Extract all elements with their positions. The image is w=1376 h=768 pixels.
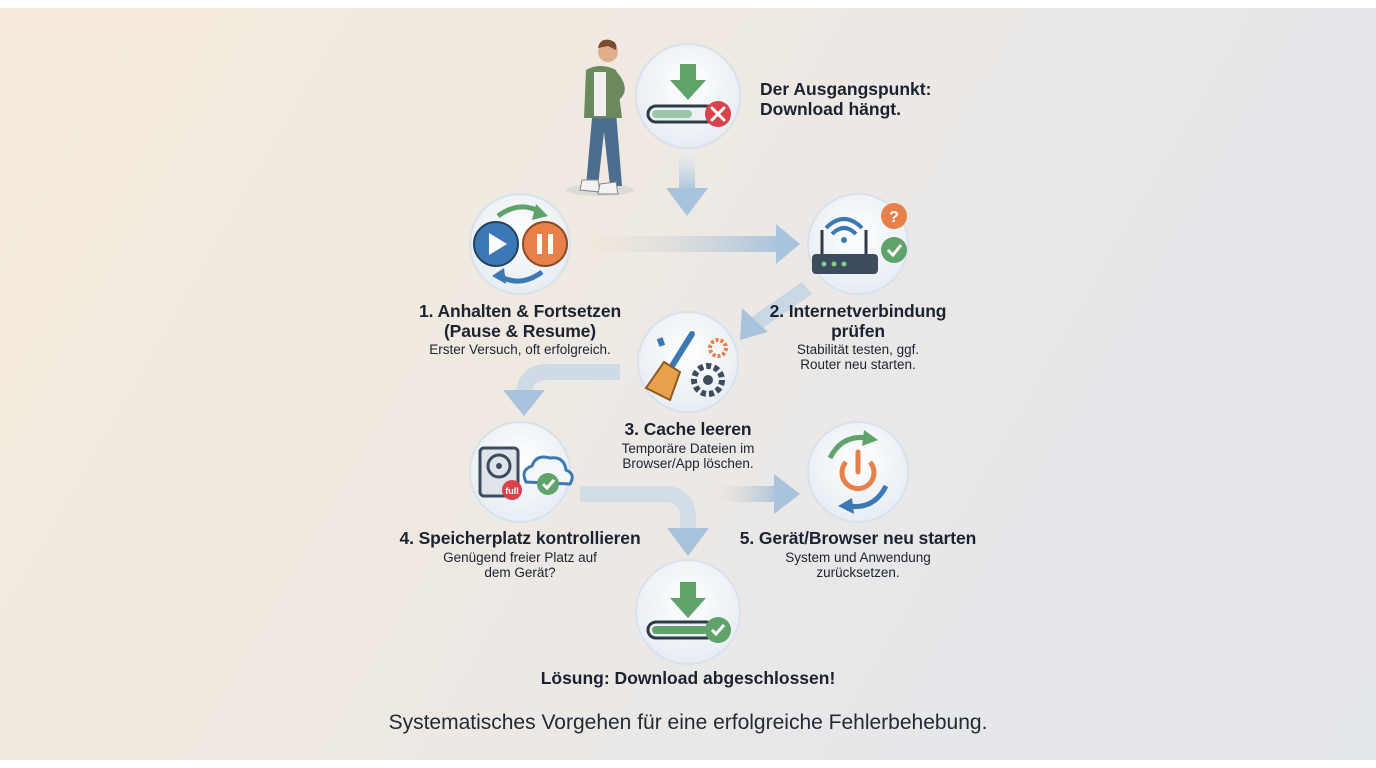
start-line1: Der Ausgangspunkt:: [760, 79, 932, 99]
router-wifi-icon: ?: [807, 193, 909, 295]
step4-title: 4. Speicherplatz kontrollieren: [399, 528, 641, 548]
storage-full-icon: full: [469, 421, 574, 523]
step1-title2: (Pause & Resume): [443, 320, 597, 341]
bottom-border: [0, 760, 1376, 768]
step3-desc1: Temporäre Dateien im: [621, 440, 755, 456]
arrow-step2-to-step3: [740, 282, 812, 340]
step2-desc2: Router neu starten.: [800, 357, 916, 373]
step1-label: 1. Anhalten & Fortsetzen (Pause & Resume…: [400, 301, 640, 358]
arrow-step4-to-solution: [580, 486, 709, 556]
step5-label: 5. Gerät/Browser neu starten System und …: [728, 528, 988, 580]
step2-label: 2. Internetverbindung prüfen Stabilität …: [748, 301, 968, 373]
download-complete-icon: [635, 559, 741, 665]
arrow-start-to-down: [666, 152, 708, 216]
caption: Systematisches Vorgehen für eine erfolgr…: [388, 711, 988, 734]
step3-label: 3. Cache leeren Temporäre Dateien im Bro…: [588, 419, 788, 471]
step2-desc1: Stabilität testen, ggf.: [796, 342, 920, 358]
svg-text:full: full: [505, 486, 519, 496]
step4-desc2: dem Gerät?: [484, 564, 556, 580]
arrow-step3-to-step4: [503, 364, 620, 416]
start-label: Der Ausgangspunkt: Download hängt.: [760, 79, 932, 119]
step2-title2: prüfen: [831, 320, 885, 341]
svg-text:?: ?: [889, 209, 899, 226]
arrow-to-step5: [712, 474, 800, 514]
top-border: [0, 0, 1376, 8]
solution-label: Lösung: Download abgeschlossen!: [540, 668, 836, 688]
step3-title: 3. Cache leeren: [624, 419, 752, 439]
pause-resume-icon: [469, 193, 571, 295]
start-line2: Download hängt.: [760, 98, 901, 119]
thinking-person-icon: [566, 39, 634, 196]
step4-label: 4. Speicherplatz kontrollieren Genügend …: [390, 528, 650, 580]
step5-title: 5. Gerät/Browser neu starten: [739, 528, 977, 548]
download-error-icon: [635, 43, 741, 149]
step1-title: 1. Anhalten & Fortsetzen: [418, 301, 622, 321]
step2-title: 2. Internetverbindung: [769, 301, 947, 321]
step4-desc1: Genügend freier Platz auf: [443, 549, 597, 565]
step1-desc: Erster Versuch, oft erfolgreich.: [429, 342, 611, 358]
broom-gear-icon: [637, 311, 739, 413]
step5-desc1: System und Anwendung: [785, 549, 931, 565]
step3-desc2: Browser/App löschen.: [622, 455, 754, 471]
arrow-step1-to-step2: [590, 224, 800, 264]
power-restart-icon: [807, 421, 909, 523]
step5-desc2: zurücksetzen.: [816, 564, 900, 580]
